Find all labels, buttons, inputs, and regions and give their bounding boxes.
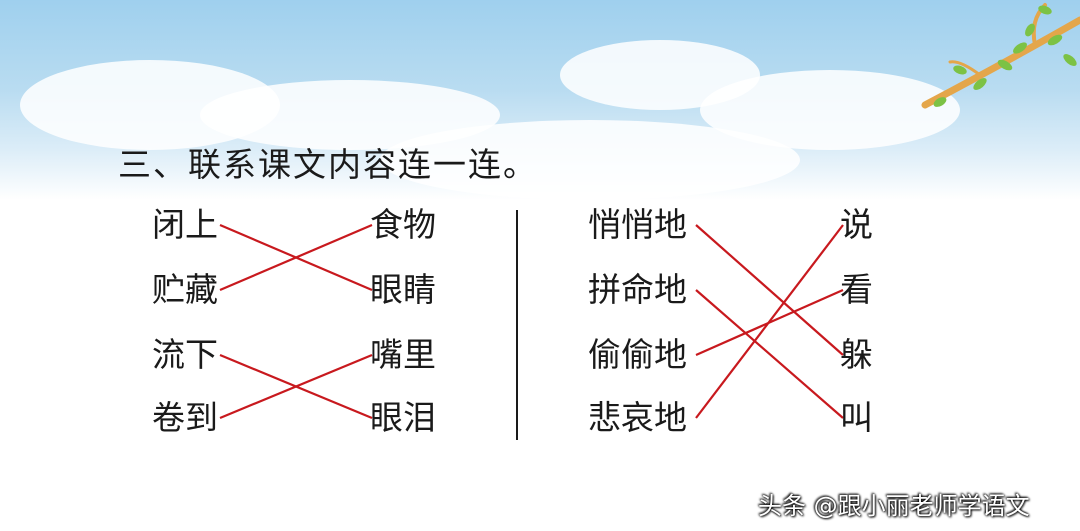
connection-line — [695, 289, 844, 419]
sky-background — [0, 0, 1080, 200]
tree-branch-illustration — [921, 3, 1080, 109]
watermark: 头条 @跟小丽老师学语文 — [758, 492, 1030, 520]
left-group-right-word: 眼睛 — [370, 270, 436, 309]
right-group-right-word: 叫 — [840, 398, 873, 437]
left-group-left-word: 贮藏 — [152, 270, 218, 309]
left-group-left-word: 卷到 — [152, 398, 218, 437]
left-group-left-word: 流下 — [152, 335, 218, 374]
right-group-left-word: 悄悄地 — [588, 205, 687, 244]
connection-line — [219, 353, 373, 420]
connection-line — [695, 224, 844, 356]
right-group-left-word: 悲哀地 — [588, 398, 687, 437]
connection-line — [695, 224, 844, 419]
vertical-divider — [516, 210, 518, 440]
right-group-left-word: 偷偷地 — [588, 335, 687, 374]
left-group-right-word: 眼泪 — [370, 398, 436, 437]
right-group-right-word: 说 — [840, 205, 873, 244]
right-group-left-word: 拼命地 — [588, 270, 687, 309]
left-group-left-word: 闭上 — [152, 205, 218, 244]
exercise-heading: 三、联系课文内容连一连。 — [118, 145, 538, 184]
cloud — [380, 120, 800, 200]
left-group-right-word: 嘴里 — [370, 335, 436, 374]
right-group-right-word: 看 — [840, 270, 873, 309]
right-group-right-word: 躲 — [840, 335, 873, 374]
left-group-right-word: 食物 — [370, 205, 436, 244]
connection-line — [219, 223, 373, 292]
